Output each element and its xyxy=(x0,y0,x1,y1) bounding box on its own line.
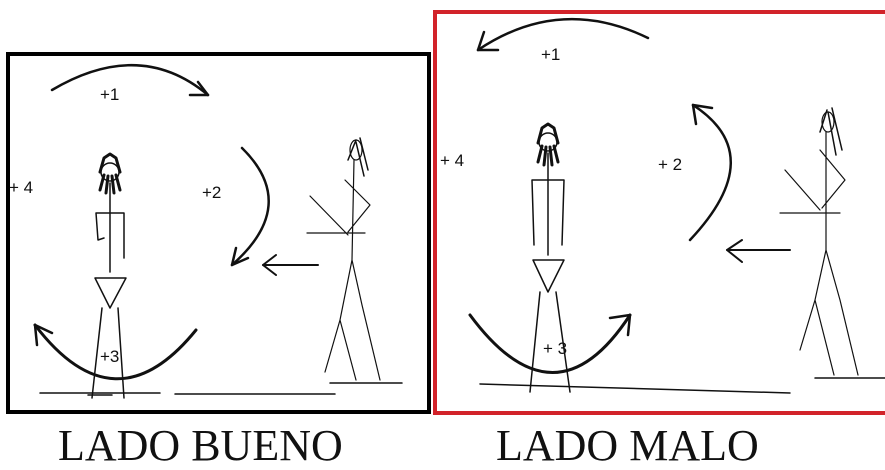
figure-front xyxy=(529,122,571,393)
label-2: + 2 xyxy=(658,155,682,174)
caption-bad-side: LADO MALO xyxy=(496,421,759,470)
figure-side xyxy=(306,137,381,381)
arrow-horizontal xyxy=(262,254,319,276)
figure-side xyxy=(779,107,859,376)
label-3: +3 xyxy=(100,347,119,366)
arrow-1 xyxy=(476,17,650,52)
arrow-3 xyxy=(468,313,632,374)
arrow-1 xyxy=(50,64,210,97)
arrow-2 xyxy=(688,103,732,242)
ground-line xyxy=(39,382,403,395)
ground-line xyxy=(479,377,885,394)
arrow-3 xyxy=(33,323,198,381)
label-1: +1 xyxy=(100,85,119,104)
arrow-horizontal xyxy=(726,239,791,263)
label-1: +1 xyxy=(541,45,560,64)
label-3: + 3 xyxy=(543,339,567,358)
figure-front xyxy=(87,152,127,399)
arrow-2 xyxy=(230,146,270,267)
label-4: + 4 xyxy=(440,151,464,170)
caption-good-side: LADO BUENO xyxy=(58,421,343,470)
label-2: +2 xyxy=(202,183,221,202)
label-4: + 4 xyxy=(9,178,33,197)
